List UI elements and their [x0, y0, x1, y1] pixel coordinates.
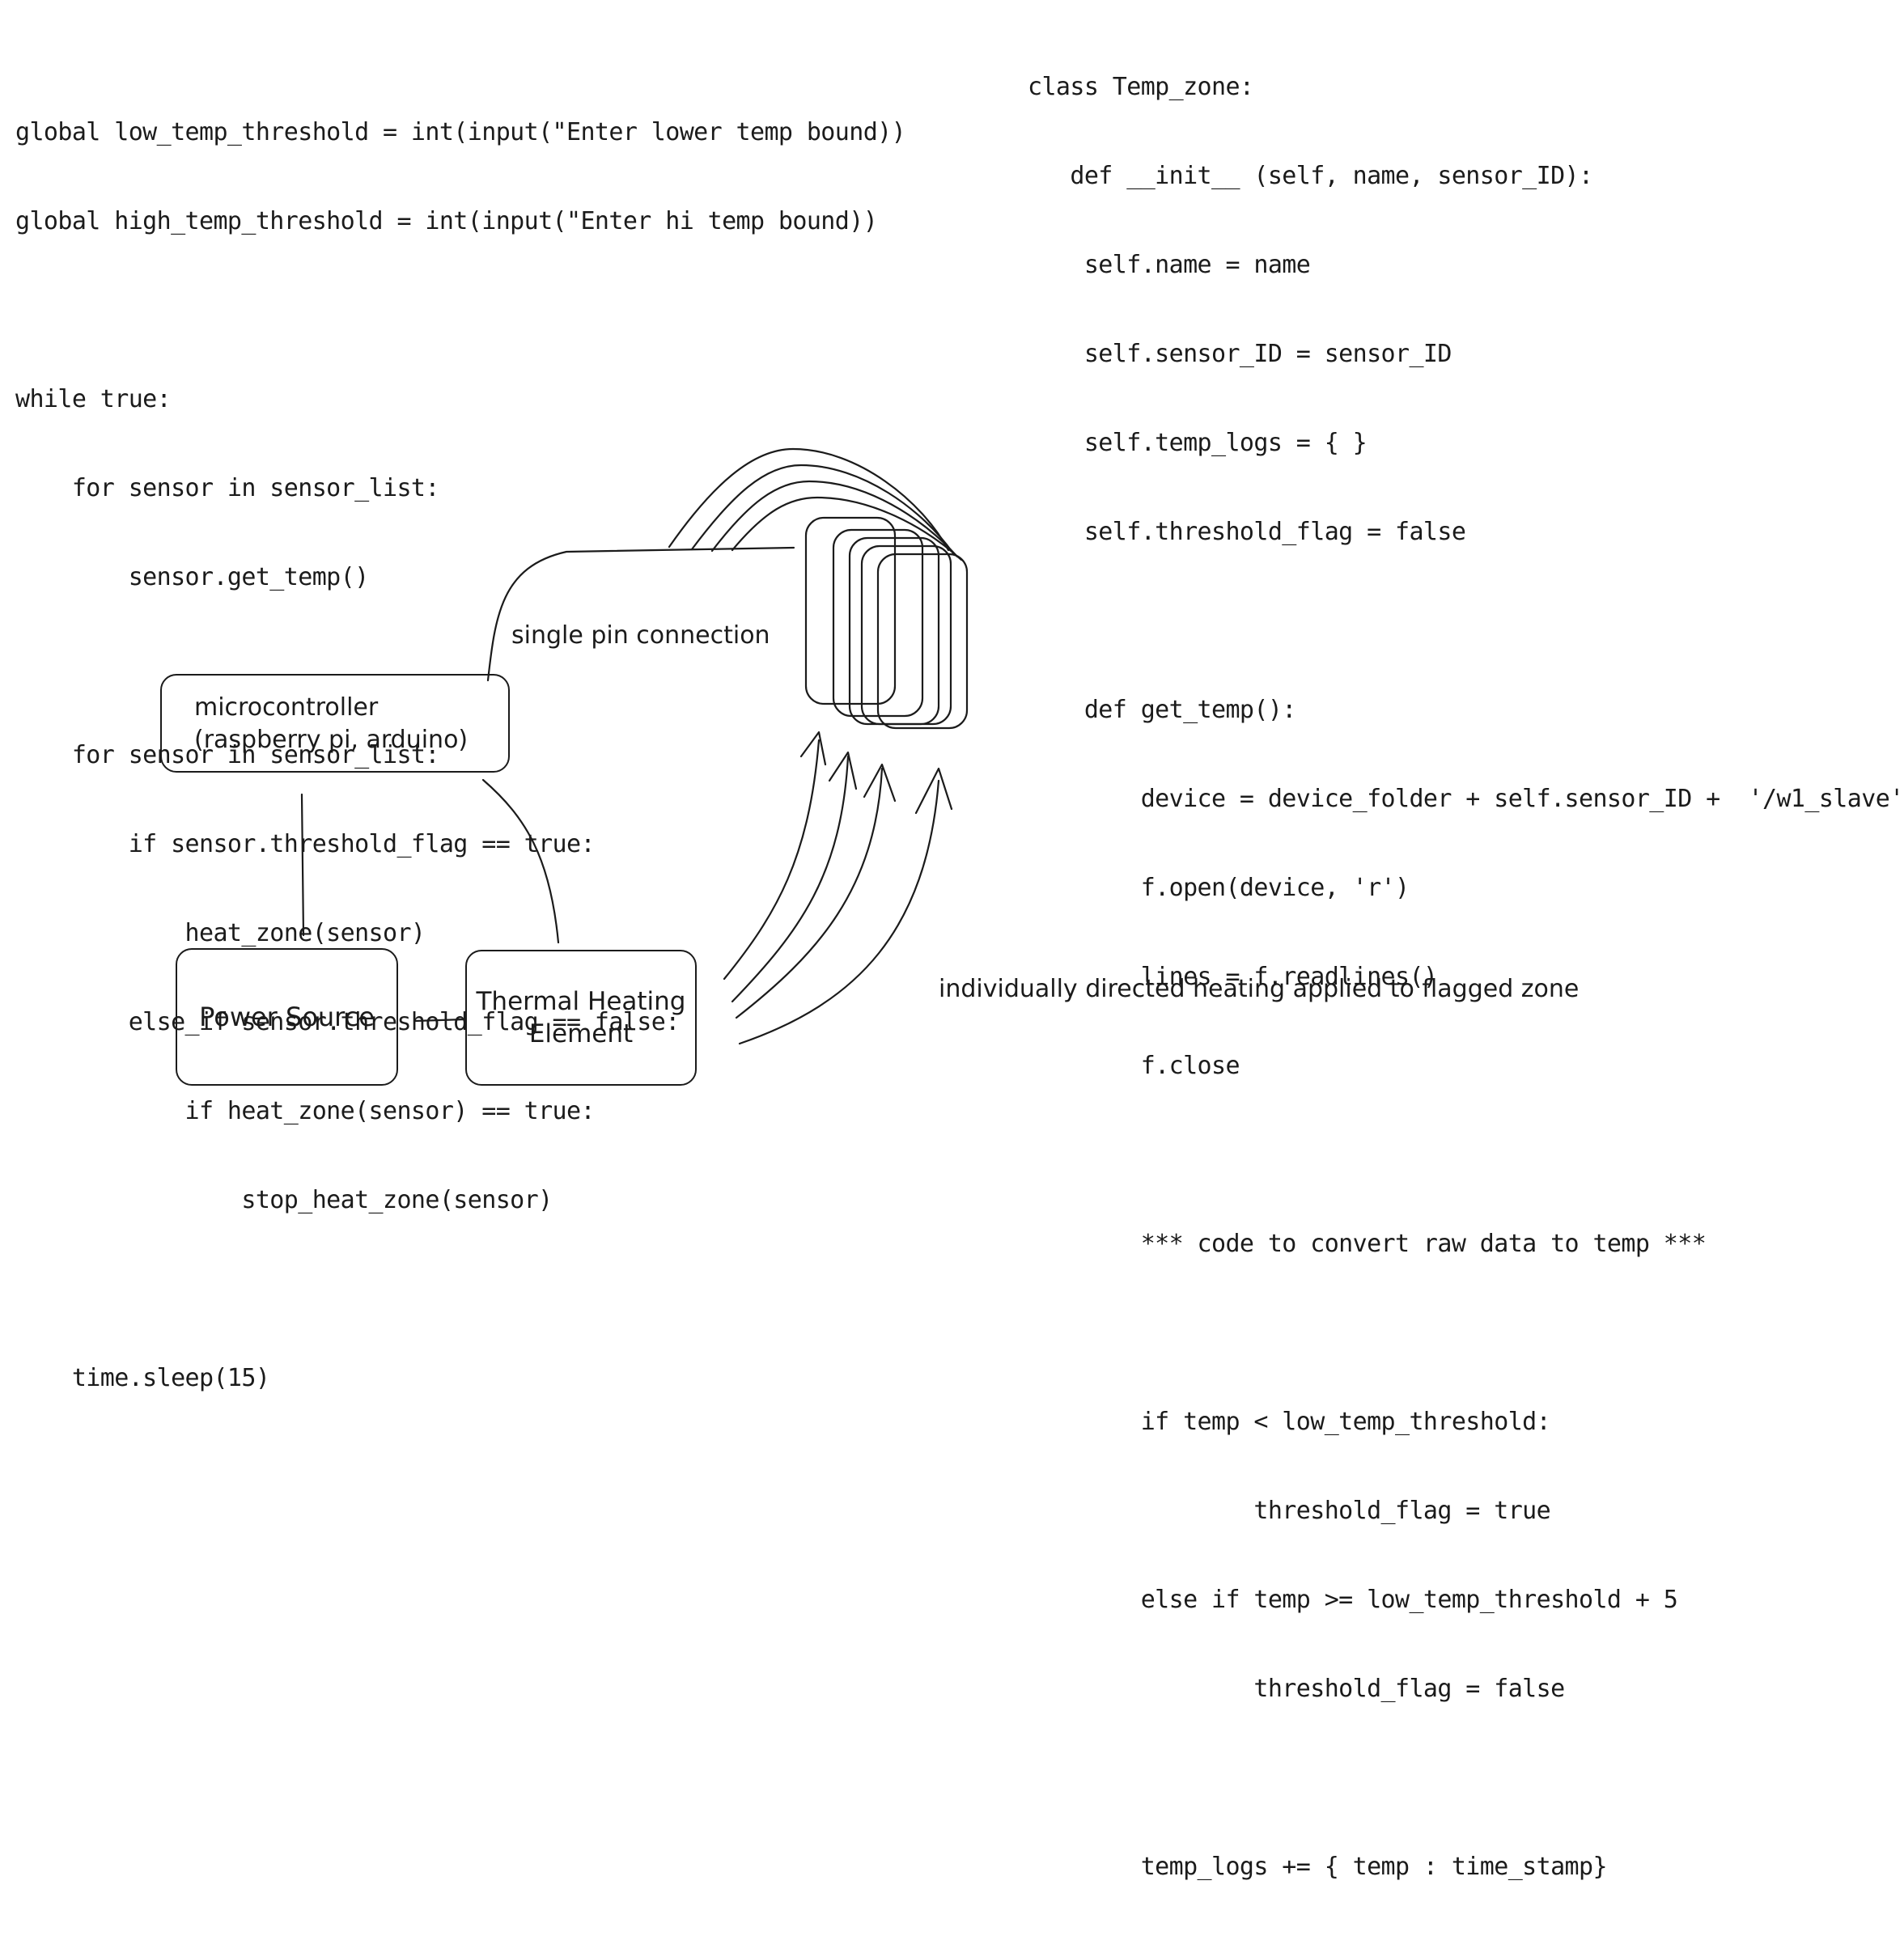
code-line: self.threshold_flag = false: [1028, 518, 1466, 546]
heat-arrow: [723, 739, 821, 981]
code-line: while true:: [15, 385, 172, 413]
code-line: for sensor in sensor_list:: [15, 741, 440, 769]
code-line: if heat_zone(sensor) == true:: [15, 1097, 596, 1125]
code-line: else if temp >= low_temp_threshold + 5: [1028, 1586, 1678, 1614]
code-line: if temp < low_temp_threshold:: [1028, 1408, 1551, 1436]
code-line: threshold_flag = false: [1028, 1675, 1565, 1703]
diagram-lines: [300, 447, 969, 1045]
heat-arrow: [735, 767, 884, 1019]
code-line: stop_heat_zone(sensor): [15, 1186, 553, 1214]
code-line: self.name = name: [1028, 251, 1311, 279]
code-line: def get_temp():: [1028, 696, 1297, 724]
heating-element-title: Thermal Heating: [476, 987, 686, 1016]
zone-box: [876, 553, 969, 730]
code-line: [1028, 1139, 1904, 1171]
code-line: else_if sensor.threshold_flag == false:: [15, 1008, 681, 1036]
heat-arrow: [863, 763, 897, 803]
supply-link: [413, 1018, 467, 1023]
power-source-label: Power Source: [199, 1002, 375, 1032]
code-line: class Temp_zone:: [1028, 73, 1254, 101]
microcontroller-title: microcontroller: [194, 693, 379, 722]
sketch-canvas: global low_temp_threshold = int(input("E…: [15, 73, 1904, 1881]
microcontroller-subtitle: (raspberry pi, arduino): [194, 726, 469, 754]
code-line: *** code to convert raw data to temp ***: [1028, 1230, 1707, 1258]
code-line: [1028, 1762, 1904, 1794]
code-line: lines = f.readlines(): [1028, 963, 1438, 991]
code-line: [15, 1273, 905, 1306]
zone-wire: [690, 464, 955, 555]
code-line: f.open(device, 'r'): [1028, 874, 1410, 902]
code-line: global high_temp_threshold = int(input("…: [15, 207, 878, 235]
power-source-box: Power Source: [176, 948, 398, 1086]
heating-note-label: individually directed heating applied to…: [939, 975, 1580, 1003]
pin-wire: [486, 546, 795, 682]
heating-element-box: Thermal Heating Element: [465, 950, 697, 1086]
code-line: def __init__ (self, name, sensor_ID):: [1028, 162, 1593, 190]
pin-connection-label: single pin connection: [511, 621, 770, 650]
heat-arrow: [731, 755, 850, 1003]
code-line: global low_temp_threshold = int(input("E…: [15, 118, 906, 146]
microcontroller-box: microcontroller (raspberry pi, arduino): [160, 674, 510, 773]
code-line: temp_logs += { temp : time_stamp}: [1028, 1853, 1608, 1881]
main-loop-code: global low_temp_threshold = int(input("E…: [15, 60, 906, 1451]
heat-arrow: [799, 731, 827, 766]
code-line: if sensor.threshold_flag == true:: [15, 830, 596, 858]
code-line: self.sensor_ID = sensor_ID: [1028, 340, 1452, 368]
power-link: [300, 793, 305, 937]
class-code: class Temp_zone: def __init__ (self, nam…: [1028, 15, 1904, 1940]
code-line: f.close: [1028, 1052, 1240, 1080]
heating-element-subtitle: Element: [528, 1019, 634, 1048]
code-line: time.sleep(15): [15, 1364, 270, 1392]
code-line: [1028, 1317, 1904, 1349]
zone-wire: [731, 496, 963, 561]
code-line: for sensor in sensor_list:: [15, 474, 440, 502]
heat-arrow: [914, 767, 953, 815]
code-line: self.temp_logs = { }: [1028, 429, 1368, 457]
code-line: threshold_flag = true: [1028, 1497, 1551, 1525]
zone-wire: [668, 447, 950, 552]
heat-arrow: [738, 779, 940, 1045]
code-line: device = device_folder + self.sensor_ID …: [1028, 785, 1904, 813]
heater-link: [481, 778, 560, 944]
heat-arrow: [828, 751, 858, 790]
zone-box: [860, 544, 952, 726]
code-line: heat_zone(sensor): [15, 919, 426, 947]
code-line: sensor.get_temp(): [15, 563, 369, 591]
zone-wire: [710, 480, 959, 558]
